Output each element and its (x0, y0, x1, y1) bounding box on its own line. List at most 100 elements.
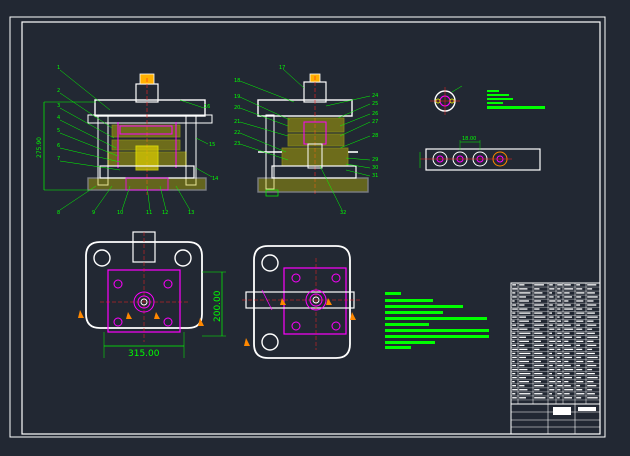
side-leader-24: 24 (372, 93, 378, 99)
parts-list-cell-text (519, 336, 526, 338)
parts-list-cell-text (534, 360, 541, 363)
parts-list-cell-text (519, 393, 531, 395)
parts-list-cell-text (564, 328, 574, 330)
parts-list-cell-text (512, 376, 517, 379)
parts-list-cell-text (576, 292, 585, 294)
front-leader-5: 5 (57, 128, 60, 134)
parts-list-cell-text (587, 308, 593, 310)
parts-list-cell-text (576, 376, 582, 379)
front-leader-11: 11 (146, 210, 152, 216)
parts-list-cell-text (534, 368, 540, 371)
parts-list-cell-text (557, 364, 563, 367)
parts-list-cell-text (576, 296, 582, 298)
parts-list-cell-text (564, 312, 570, 314)
parts-list-cell-text (534, 316, 546, 318)
parts-list-cell-text (564, 372, 570, 375)
front-leader-14: 14 (212, 176, 218, 182)
parts-list-cell-text (564, 304, 571, 306)
parts-list-cell-text (576, 308, 583, 310)
parts-list-cell-text (549, 393, 552, 395)
parts-list-cell-text (534, 296, 546, 298)
parts-list-cell-text (576, 284, 581, 286)
strip-layout: 18.00 (419, 136, 541, 171)
parts-list-cell-text (564, 389, 574, 391)
front-height-dimension: 275.90 (36, 137, 43, 158)
parts-list-cell-text (512, 320, 515, 322)
parts-list-cell-text (587, 360, 594, 363)
parts-list-cell-text (519, 308, 528, 310)
parts-list-cell-text (564, 324, 571, 326)
parts-list-cell-text (549, 300, 556, 302)
parts-list-cell-text (587, 376, 598, 379)
parts-list-cell-text (564, 381, 569, 383)
front-leader-16: 16 (204, 104, 210, 110)
parts-list-cell-text (549, 292, 552, 294)
parts-list-cell-text (512, 389, 518, 391)
parts-list-cell-text (519, 332, 531, 334)
parts-list-cell-text (549, 348, 555, 351)
parts-list-cell-text (587, 336, 598, 338)
parts-list-cell-text (549, 381, 556, 383)
parts-list-cell-text (519, 296, 526, 298)
parts-list-cell-text (564, 344, 571, 346)
parts-list-cell-text (549, 320, 556, 322)
parts-list-cell-text (549, 372, 552, 375)
parts-list-cell-text (564, 316, 572, 318)
parts-list-cell-text (534, 397, 546, 399)
parts-list-cell-text (587, 381, 594, 383)
side-leader-26: 26 (372, 111, 378, 117)
parts-list-cell-text (512, 336, 517, 338)
front-leader-15: 15 (209, 142, 215, 148)
parts-list-cell-text (534, 320, 541, 322)
parts-list-cell-text (534, 332, 543, 334)
parts-list-cell-text (512, 348, 518, 351)
parts-list-cell-text (587, 393, 595, 395)
parts-list-cell-text (564, 340, 569, 342)
parts-list-cell-text (576, 360, 584, 363)
parts-list-cell-text (549, 288, 555, 290)
parts-list-cell-text (519, 372, 531, 375)
side-leader-23: 23 (234, 141, 240, 147)
parts-list-cell-text (557, 332, 562, 334)
parts-list-cell-text (576, 348, 583, 351)
parts-list-cell-text (576, 312, 585, 314)
front-leader-9: 9 (92, 210, 95, 216)
parts-list-cell-text (519, 381, 529, 383)
parts-list-cell-text (557, 356, 560, 359)
parts-list-cell-text (534, 288, 540, 290)
parts-list-cell-text (587, 324, 597, 326)
front-leader-10: 10 (117, 210, 123, 216)
parts-list-cell-text (587, 364, 597, 367)
parts-list-cell-text (512, 364, 517, 367)
parts-list-cell-text (519, 376, 526, 379)
parts-list-cell-text (557, 385, 563, 387)
parts-list-cell-text (587, 344, 597, 346)
side-leader-22: 22 (234, 130, 240, 136)
parts-list-cell-text (576, 336, 582, 338)
parts-list-cell-text (549, 352, 552, 355)
parts-list-cell-text (519, 292, 531, 294)
parts-list-cell-text (576, 324, 581, 326)
parts-list-cell-text (534, 381, 541, 383)
parts-list-cell-text (576, 368, 583, 371)
front-leader-6: 6 (57, 143, 60, 149)
parts-list-cell-text (564, 360, 569, 363)
parts-list-cell-text (564, 393, 570, 395)
front-leader-4: 4 (57, 115, 60, 121)
front-leader-1: 1 (57, 65, 60, 71)
parts-list-cell-text (557, 304, 563, 306)
parts-list-cell-text (576, 372, 585, 375)
parts-list-cell-text (519, 312, 531, 314)
parts-list-cell-text (564, 308, 574, 310)
parts-list-cell-text (549, 368, 555, 371)
parts-list-cell-text (549, 296, 554, 298)
parts-list-cell-text (534, 393, 543, 395)
front-leader-7: 7 (57, 156, 60, 162)
technical-notes (385, 292, 489, 349)
parts-list-cell-text (557, 393, 562, 395)
parts-list-cell-text (519, 352, 531, 355)
parts-list-cell-text (534, 376, 546, 379)
parts-list-cell-text (512, 300, 515, 302)
parts-list-cell-text (557, 288, 561, 290)
